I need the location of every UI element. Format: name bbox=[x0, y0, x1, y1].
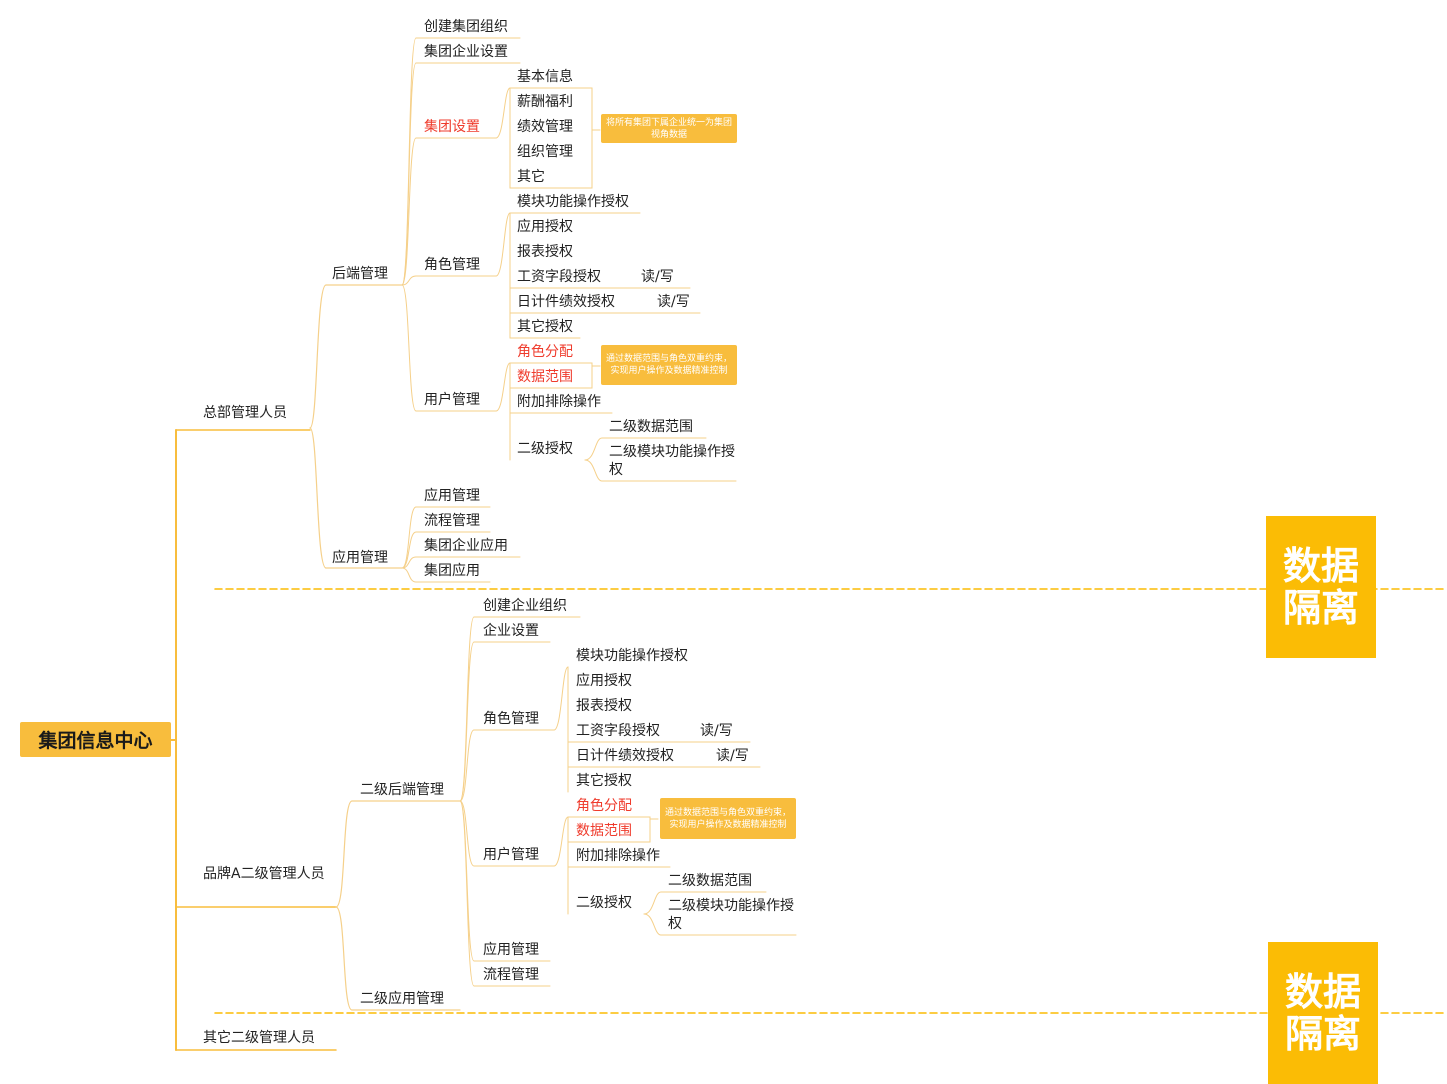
isolation-line-1: 数据 bbox=[1282, 544, 1359, 588]
role-mgmt-item[interactable]: 日计件绩效授权 bbox=[576, 748, 674, 764]
hq-app-mgmt-node[interactable]: 应用管理 bbox=[332, 550, 388, 566]
data-scope-node[interactable]: 数据范围 bbox=[576, 823, 632, 839]
others-node[interactable]: 其它二级管理人员 bbox=[203, 1030, 315, 1046]
secondary-auth-item[interactable]: 二级模块功能操作授权 bbox=[609, 444, 735, 478]
group-settings-item[interactable]: 绩效管理 bbox=[517, 119, 573, 135]
user-mgmt-note: 通过数据范围与角色双重约束，实现用户操作及数据精准控制 bbox=[601, 345, 737, 385]
data-isolation-badge: 数据 隔离 bbox=[1266, 516, 1376, 658]
secondary-auth-item[interactable]: 二级数据范围 bbox=[668, 873, 752, 889]
group-settings-item[interactable]: 其它 bbox=[517, 169, 545, 185]
role-assign-node[interactable]: 角色分配 bbox=[576, 798, 632, 814]
brand-a-app-item[interactable]: 流程管理 bbox=[483, 967, 539, 983]
hq-node[interactable]: 总部管理人员 bbox=[203, 405, 287, 421]
hq-enterprise-settings-node[interactable]: 集团企业设置 bbox=[424, 44, 508, 60]
hq-role-mgmt-node[interactable]: 角色管理 bbox=[424, 257, 480, 273]
hq-user-mgmt-node[interactable]: 用户管理 bbox=[424, 392, 480, 408]
read-write-label: 读/写 bbox=[700, 723, 733, 739]
secondary-auth-node[interactable]: 二级授权 bbox=[517, 441, 573, 457]
brand-a-enterprise-settings-node[interactable]: 企业设置 bbox=[483, 623, 539, 639]
role-mgmt-item[interactable]: 应用授权 bbox=[576, 673, 632, 689]
group-settings-item[interactable]: 薪酬福利 bbox=[517, 94, 573, 110]
role-mgmt-item[interactable]: 日计件绩效授权 bbox=[517, 294, 615, 310]
root-node[interactable]: 集团信息中心 bbox=[20, 722, 171, 757]
read-write-label: 读/写 bbox=[641, 269, 674, 285]
exclude-ops-node[interactable]: 附加排除操作 bbox=[576, 848, 660, 864]
secondary-auth-item[interactable]: 二级数据范围 bbox=[609, 419, 693, 435]
group-settings-item[interactable]: 基本信息 bbox=[517, 69, 573, 85]
role-mgmt-item[interactable]: 其它授权 bbox=[576, 773, 632, 789]
secondary-auth-node[interactable]: 二级授权 bbox=[576, 895, 632, 911]
role-assign-node[interactable]: 角色分配 bbox=[517, 344, 573, 360]
role-mgmt-item[interactable]: 报表授权 bbox=[576, 698, 632, 714]
role-mgmt-item[interactable]: 应用授权 bbox=[517, 219, 573, 235]
brand-a-node[interactable]: 品牌A二级管理人员 bbox=[203, 866, 325, 882]
isolation-line-1: 数据 bbox=[1284, 970, 1361, 1014]
brand-a-backend-node[interactable]: 二级后端管理 bbox=[360, 782, 444, 798]
brand-a-user-mgmt-node[interactable]: 用户管理 bbox=[483, 847, 539, 863]
brand-a-app-item[interactable]: 应用管理 bbox=[483, 942, 539, 958]
brand-a-role-mgmt-node[interactable]: 角色管理 bbox=[483, 711, 539, 727]
read-write-label: 读/写 bbox=[657, 294, 690, 310]
read-write-label: 读/写 bbox=[716, 748, 749, 764]
app-mgmt-item[interactable]: 流程管理 bbox=[424, 513, 480, 529]
app-mgmt-item[interactable]: 集团企业应用 bbox=[424, 538, 508, 554]
exclude-ops-node[interactable]: 附加排除操作 bbox=[517, 394, 601, 410]
role-mgmt-item[interactable]: 模块功能操作授权 bbox=[517, 194, 629, 210]
user-mgmt-note: 通过数据范围与角色双重约束，实现用户操作及数据精准控制 bbox=[660, 798, 796, 839]
hq-group-settings-node[interactable]: 集团设置 bbox=[424, 119, 480, 135]
role-mgmt-item[interactable]: 工资字段授权 bbox=[517, 269, 601, 285]
isolation-line-2: 隔离 bbox=[1284, 1012, 1361, 1056]
brand-a-create-org-node[interactable]: 创建企业组织 bbox=[483, 598, 567, 614]
role-mgmt-item[interactable]: 模块功能操作授权 bbox=[576, 648, 688, 664]
role-mgmt-item[interactable]: 报表授权 bbox=[517, 244, 573, 260]
group-settings-note: 将所有集团下属企业统一为集团视角数据 bbox=[601, 114, 737, 143]
brand-a-app-mgmt-node[interactable]: 二级应用管理 bbox=[360, 991, 444, 1007]
isolation-line-2: 隔离 bbox=[1282, 586, 1359, 630]
group-settings-item[interactable]: 组织管理 bbox=[517, 144, 573, 160]
app-mgmt-item[interactable]: 应用管理 bbox=[424, 488, 480, 504]
role-mgmt-item[interactable]: 其它授权 bbox=[517, 319, 573, 335]
hq-create-org-node[interactable]: 创建集团组织 bbox=[424, 19, 508, 35]
hq-backend-node[interactable]: 后端管理 bbox=[332, 266, 388, 282]
data-scope-node[interactable]: 数据范围 bbox=[517, 369, 573, 385]
role-mgmt-item[interactable]: 工资字段授权 bbox=[576, 723, 660, 739]
data-isolation-badge: 数据 隔离 bbox=[1268, 942, 1378, 1084]
secondary-auth-item[interactable]: 二级模块功能操作授权 bbox=[668, 898, 794, 932]
app-mgmt-item[interactable]: 集团应用 bbox=[424, 563, 480, 579]
